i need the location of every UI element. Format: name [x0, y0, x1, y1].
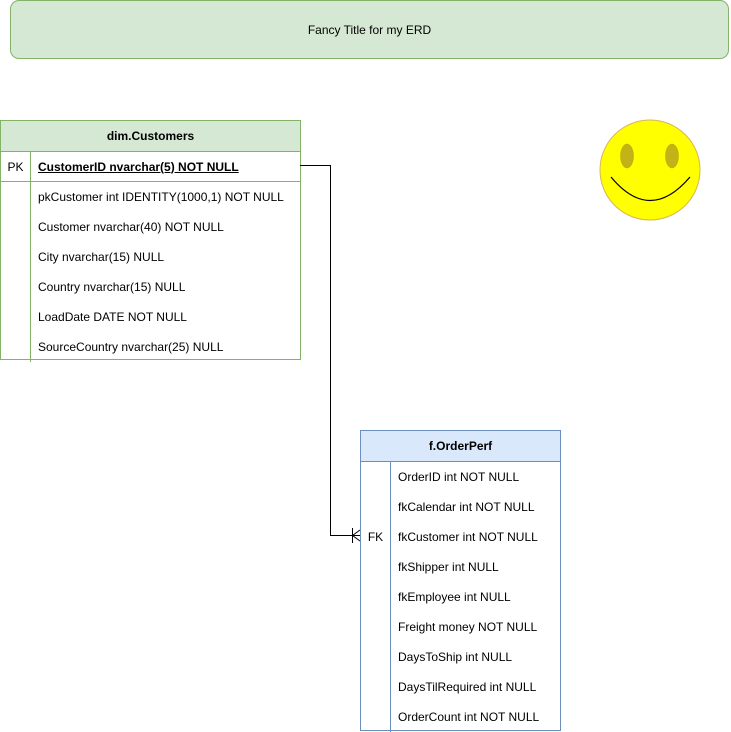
field-name: pkCustomer int IDENTITY(1000,1) NOT NULL	[38, 190, 284, 204]
relationship-connector[interactable]	[300, 165, 360, 536]
field-name: fkEmployee int NULL	[398, 590, 511, 604]
key-cell	[361, 702, 391, 732]
smiley-face-icon[interactable]	[599, 119, 701, 221]
orderperf-field-row[interactable]: fkShipper int NULL	[361, 552, 560, 582]
field-name: SourceCountry nvarchar(25) NULL	[38, 340, 224, 354]
erd-title: Fancy Title for my ERD	[307, 22, 432, 37]
smiley-left-eye	[620, 143, 634, 169]
fk-key-label: FK	[361, 522, 391, 552]
orderperf-field-row[interactable]: OrderCount int NOT NULL	[361, 702, 560, 732]
orderperf-table-header[interactable]: f.OrderPerf	[361, 431, 560, 462]
field-name: fkShipper int NULL	[398, 560, 499, 574]
key-cell	[1, 242, 31, 272]
erd-title-box[interactable]: Fancy Title for my ERD	[10, 0, 729, 59]
key-cell	[1, 212, 31, 242]
field-name: OrderID int NOT NULL	[398, 470, 520, 484]
orderperf-field-row[interactable]: Freight money NOT NULL	[361, 612, 560, 642]
orderperf-field-row[interactable]: fkCalendar int NOT NULL	[361, 492, 560, 522]
key-cell	[361, 642, 391, 672]
orderperf-field-row[interactable]: OrderID int NOT NULL	[361, 462, 560, 492]
orderperf-table[interactable]: f.OrderPerf OrderID int NOT NULL fkCalend…	[360, 430, 561, 732]
field-name: Customer nvarchar(40) NOT NULL	[38, 220, 224, 234]
customers-table-header[interactable]: dim.Customers	[1, 121, 300, 152]
orderperf-table-name: f.OrderPerf	[428, 439, 493, 453]
customers-field-row[interactable]: City nvarchar(15) NULL	[1, 242, 300, 272]
one-or-many-icon	[352, 528, 361, 543]
orderperf-field-row[interactable]: DaysToShip int NULL	[361, 642, 560, 672]
field-name: fkCustomer int NOT NULL	[398, 530, 538, 544]
customers-pk-field: CustomerID nvarchar(5) NOT NULL	[38, 159, 239, 174]
field-name: DaysToShip int NULL	[398, 650, 513, 664]
key-cell	[361, 582, 391, 612]
key-cell	[361, 462, 391, 492]
field-name: LoadDate DATE NOT NULL	[38, 310, 187, 324]
smiley-right-eye	[665, 143, 679, 169]
field-name: Freight money NOT NULL	[398, 620, 538, 634]
orderperf-field-row[interactable]: FK fkCustomer int NOT NULL	[361, 522, 560, 552]
customers-pk-row[interactable]: PK CustomerID nvarchar(5) NOT NULL	[1, 152, 300, 182]
orderperf-field-list: OrderID int NOT NULL fkCalendar int NOT N…	[361, 462, 560, 732]
customers-field-row[interactable]: LoadDate DATE NOT NULL	[1, 302, 300, 332]
field-name: DaysTilRequired int NULL	[398, 680, 537, 694]
customers-table[interactable]: dim.Customers PK CustomerID nvarchar(5) …	[0, 120, 301, 362]
key-cell	[361, 492, 391, 522]
pk-key-label: PK	[1, 152, 31, 181]
smiley-face-circle	[599, 119, 701, 221]
field-name: fkCalendar int NOT NULL	[398, 500, 535, 514]
orderperf-field-row[interactable]: fkEmployee int NULL	[361, 582, 560, 612]
key-cell	[1, 272, 31, 302]
key-cell	[1, 302, 31, 332]
key-cell	[1, 182, 31, 212]
customers-field-row[interactable]: Country nvarchar(15) NULL	[1, 272, 300, 302]
customers-field-list: pkCustomer int IDENTITY(1000,1) NOT NULL…	[1, 182, 300, 362]
field-name: OrderCount int NOT NULL	[398, 710, 540, 724]
smiley-mouth	[610, 176, 691, 201]
customers-field-row[interactable]: SourceCountry nvarchar(25) NULL	[1, 332, 300, 362]
key-cell	[361, 672, 391, 702]
orderperf-field-row[interactable]: DaysTilRequired int NULL	[361, 672, 560, 702]
key-cell	[1, 332, 31, 362]
key-cell	[361, 552, 391, 582]
key-cell	[361, 612, 391, 642]
customers-field-row[interactable]: pkCustomer int IDENTITY(1000,1) NOT NULL	[1, 182, 300, 212]
customers-table-name: dim.Customers	[106, 129, 195, 143]
customers-field-row[interactable]: Customer nvarchar(40) NOT NULL	[1, 212, 300, 242]
field-name: Country nvarchar(15) NULL	[38, 280, 186, 294]
field-name: City nvarchar(15) NULL	[38, 250, 165, 264]
